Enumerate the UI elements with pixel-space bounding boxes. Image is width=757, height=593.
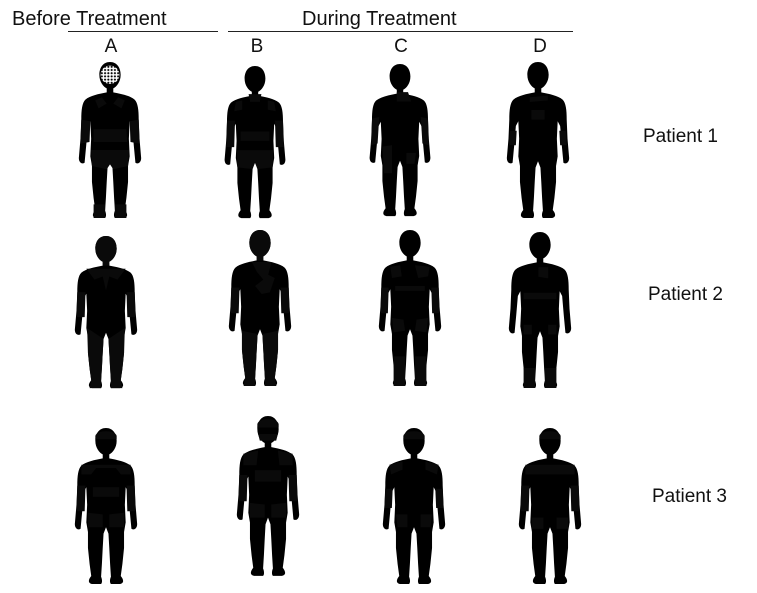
figure-patient3-a [75, 428, 137, 584]
figure-patient3-d [519, 428, 581, 584]
figure-patient2-d [509, 232, 571, 388]
figure-patient1-b [225, 66, 286, 218]
figure-patient1-d [507, 62, 569, 218]
figure-patient1-c [370, 64, 431, 216]
figure-patient2-c [379, 230, 441, 386]
figure-patient3-b [237, 416, 299, 576]
figure-patient2-b [229, 230, 291, 386]
figure-patient3-c [383, 428, 445, 584]
figure-patient1-a [79, 62, 141, 218]
figure-patient2-a [75, 236, 137, 388]
